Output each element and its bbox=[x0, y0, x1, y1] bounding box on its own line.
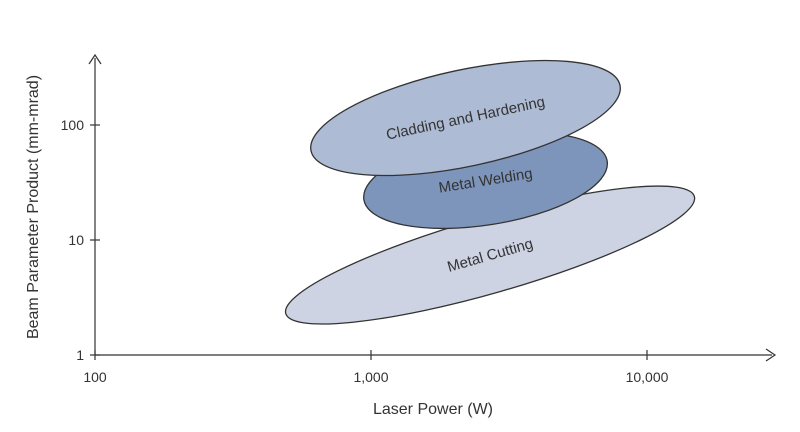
x-tick-label: 100 bbox=[83, 369, 107, 385]
y-tick-label: 1 bbox=[76, 347, 84, 363]
y-tick-label: 10 bbox=[68, 232, 84, 248]
x-axis-arrow bbox=[765, 348, 777, 362]
y-tick-label: 100 bbox=[61, 117, 85, 133]
chart-axes: 100 1,000 10,000 1 10 100 bbox=[61, 53, 777, 385]
x-tick-label: 1,000 bbox=[353, 369, 388, 385]
y-axis-title: Beam Parameter Product (mm-mrad) bbox=[25, 75, 42, 339]
x-tick-label: 10,000 bbox=[626, 369, 669, 385]
y-axis-arrow bbox=[88, 53, 102, 65]
x-axis-title: Laser Power (W) bbox=[373, 401, 493, 418]
region-cladding-and-hardening bbox=[310, 59, 621, 177]
chart-regions bbox=[284, 59, 696, 325]
